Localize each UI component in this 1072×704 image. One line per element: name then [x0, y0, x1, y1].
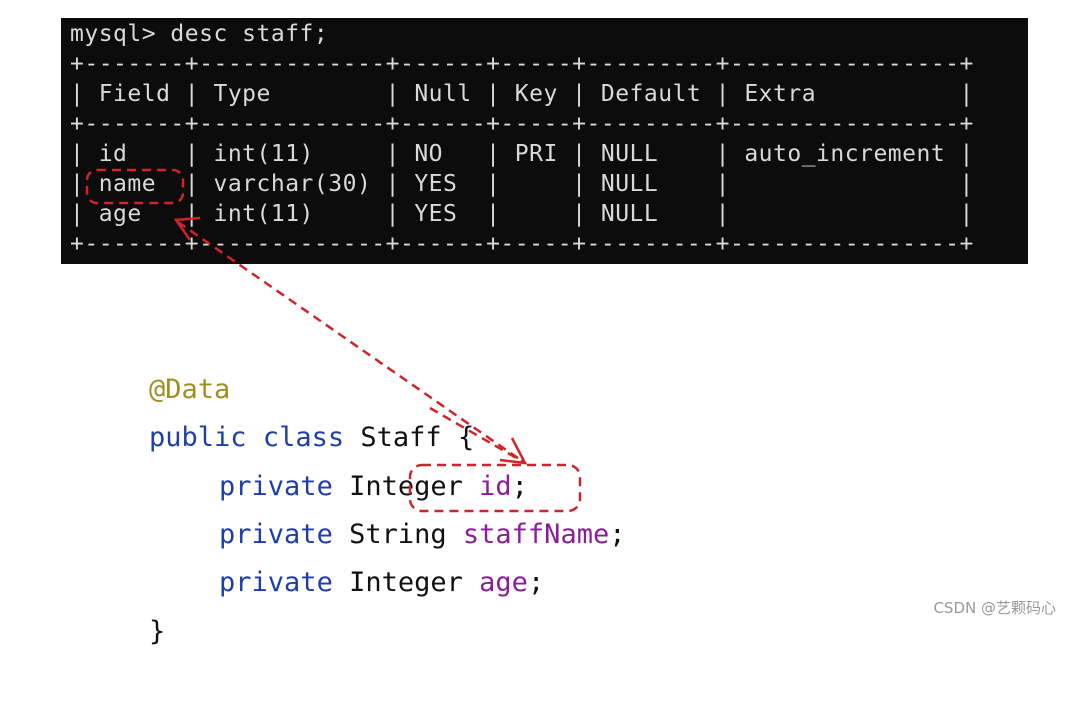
field-type: Integer: [349, 567, 463, 598]
table-row: | name | varchar(30) | YES | | NULL | |: [70, 171, 974, 197]
keyword-private: private: [219, 519, 333, 550]
semicolon: ;: [527, 567, 545, 598]
table-border-bottom: +-------+-------------+------+-----+----…: [70, 231, 974, 257]
close-brace: }: [149, 616, 166, 647]
semicolon: ;: [609, 519, 626, 550]
watermark: CSDN @艺颗码心: [933, 599, 1056, 617]
keyword-private: private: [219, 471, 333, 502]
code-line-field-staffname: private String staffName;: [154, 463, 625, 607]
table-border-mid: +-------+-------------+------+-----+----…: [70, 111, 974, 137]
keyword-private: private: [219, 567, 333, 598]
field-name-age: age: [479, 567, 528, 598]
table-header-row: | Field | Type | Null | Key | Default | …: [70, 81, 974, 107]
code-line-closing-brace: }: [84, 560, 165, 704]
terminal-prompt-line: mysql> desc staff;: [70, 21, 329, 47]
table-row: | age | int(11) | YES | | NULL | |: [70, 201, 974, 227]
table-border-top: +-------+-------------+------+-----+----…: [70, 51, 974, 77]
field-type: String: [349, 519, 447, 550]
terminal-window: mysql> desc staff; +-------+------------…: [61, 18, 1028, 264]
table-row: | id | int(11) | NO | PRI | NULL | auto_…: [70, 141, 974, 167]
field-name-staffname: staffName: [462, 519, 610, 550]
code-line-field-age: private Integer age;: [154, 511, 544, 655]
